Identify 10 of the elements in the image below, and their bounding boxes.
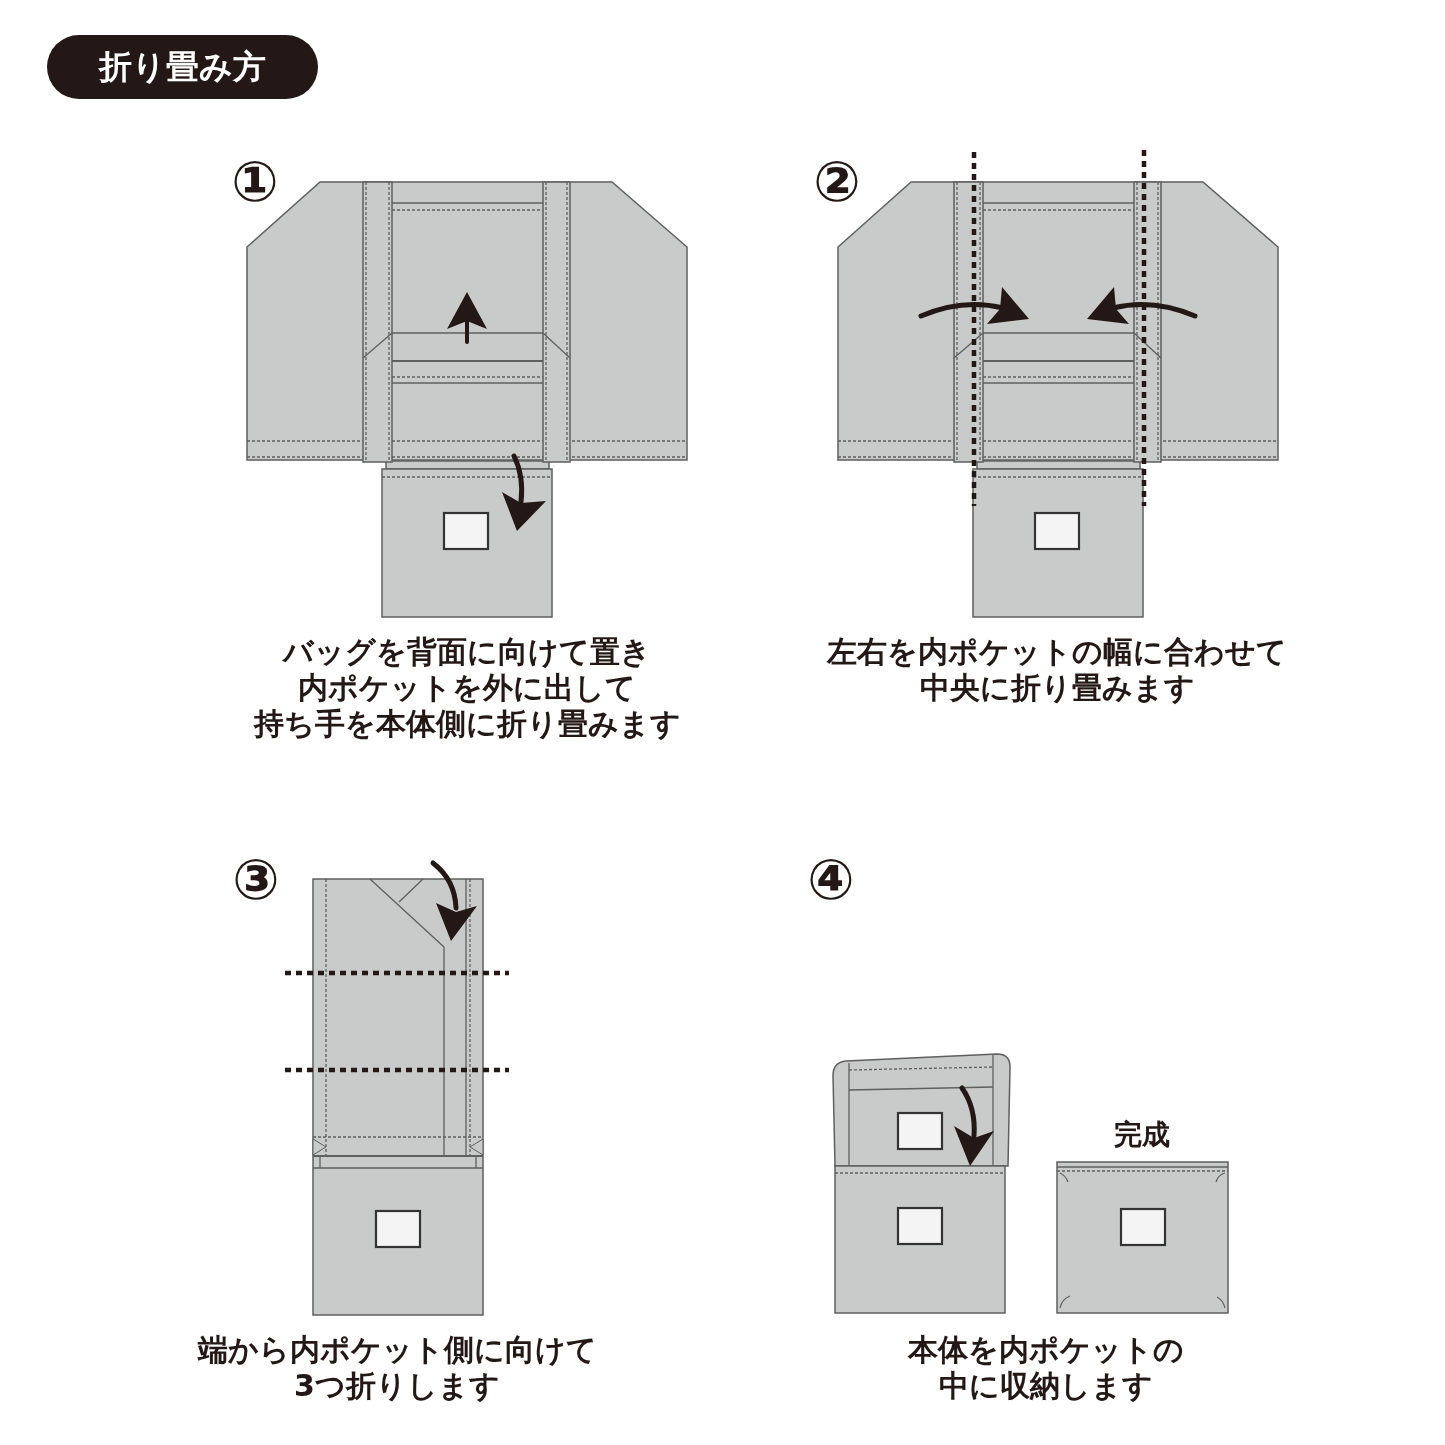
instruction-text: バッグを背面に向けて置き内ポケットを外に出して持ち手を本体側に折り畳みます [253,634,681,742]
instruction-text: 端から内ポケット側に向けて3つ折りします [197,1332,597,1404]
result-label: 完成 [1114,1121,1170,1149]
title-banner: 折り畳み方 [47,35,318,99]
step-number: ④ [807,852,855,908]
instruction-text: 本体を内ポケットの中に収納します [908,1332,1184,1404]
step-number: ③ [232,852,280,908]
instruction-text: 左右を内ポケットの幅に合わせて中央に折り畳みます [827,634,1287,706]
step-number: ① [231,154,279,210]
step-number: ② [813,154,861,210]
